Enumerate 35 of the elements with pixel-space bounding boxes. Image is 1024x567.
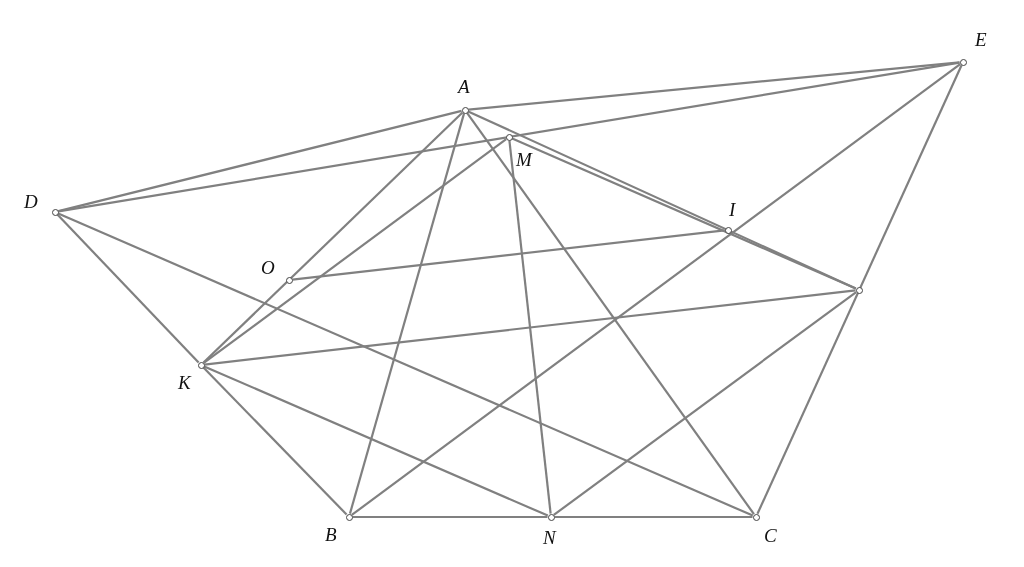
point-marker (855, 286, 863, 294)
point-label: I (729, 200, 736, 220)
point-label: N (543, 528, 556, 548)
line-segment (58, 61, 960, 213)
line-segment (204, 289, 856, 366)
line-segment (351, 63, 961, 516)
line-segment (203, 365, 549, 517)
labeled-point (261, 258, 293, 284)
point-label: M (516, 150, 532, 170)
line-segment (508, 140, 552, 514)
line-segment (466, 112, 755, 515)
line-segment (292, 229, 725, 281)
line-segment (203, 138, 507, 364)
line-segment (511, 137, 857, 290)
labeled-point (458, 77, 472, 114)
point-label: E (975, 30, 987, 50)
point-label: A (458, 77, 470, 97)
point-label: B (325, 525, 337, 545)
labeled-point (24, 192, 59, 216)
line-segment (57, 212, 754, 517)
line-segment (56, 213, 200, 364)
line-segment (348, 113, 466, 514)
line-segment (468, 61, 960, 111)
line-segment (554, 515, 753, 519)
point-label: O (261, 258, 275, 278)
line-segment (58, 109, 462, 213)
line-segment (756, 64, 963, 515)
line-segment (352, 515, 548, 519)
point-label: D (24, 192, 38, 212)
line-segment (202, 111, 464, 364)
line-segment (553, 291, 857, 516)
labeled-point (959, 30, 989, 66)
point-label: K (178, 373, 191, 393)
point-label: C (764, 526, 777, 546)
line-segment (202, 366, 348, 516)
